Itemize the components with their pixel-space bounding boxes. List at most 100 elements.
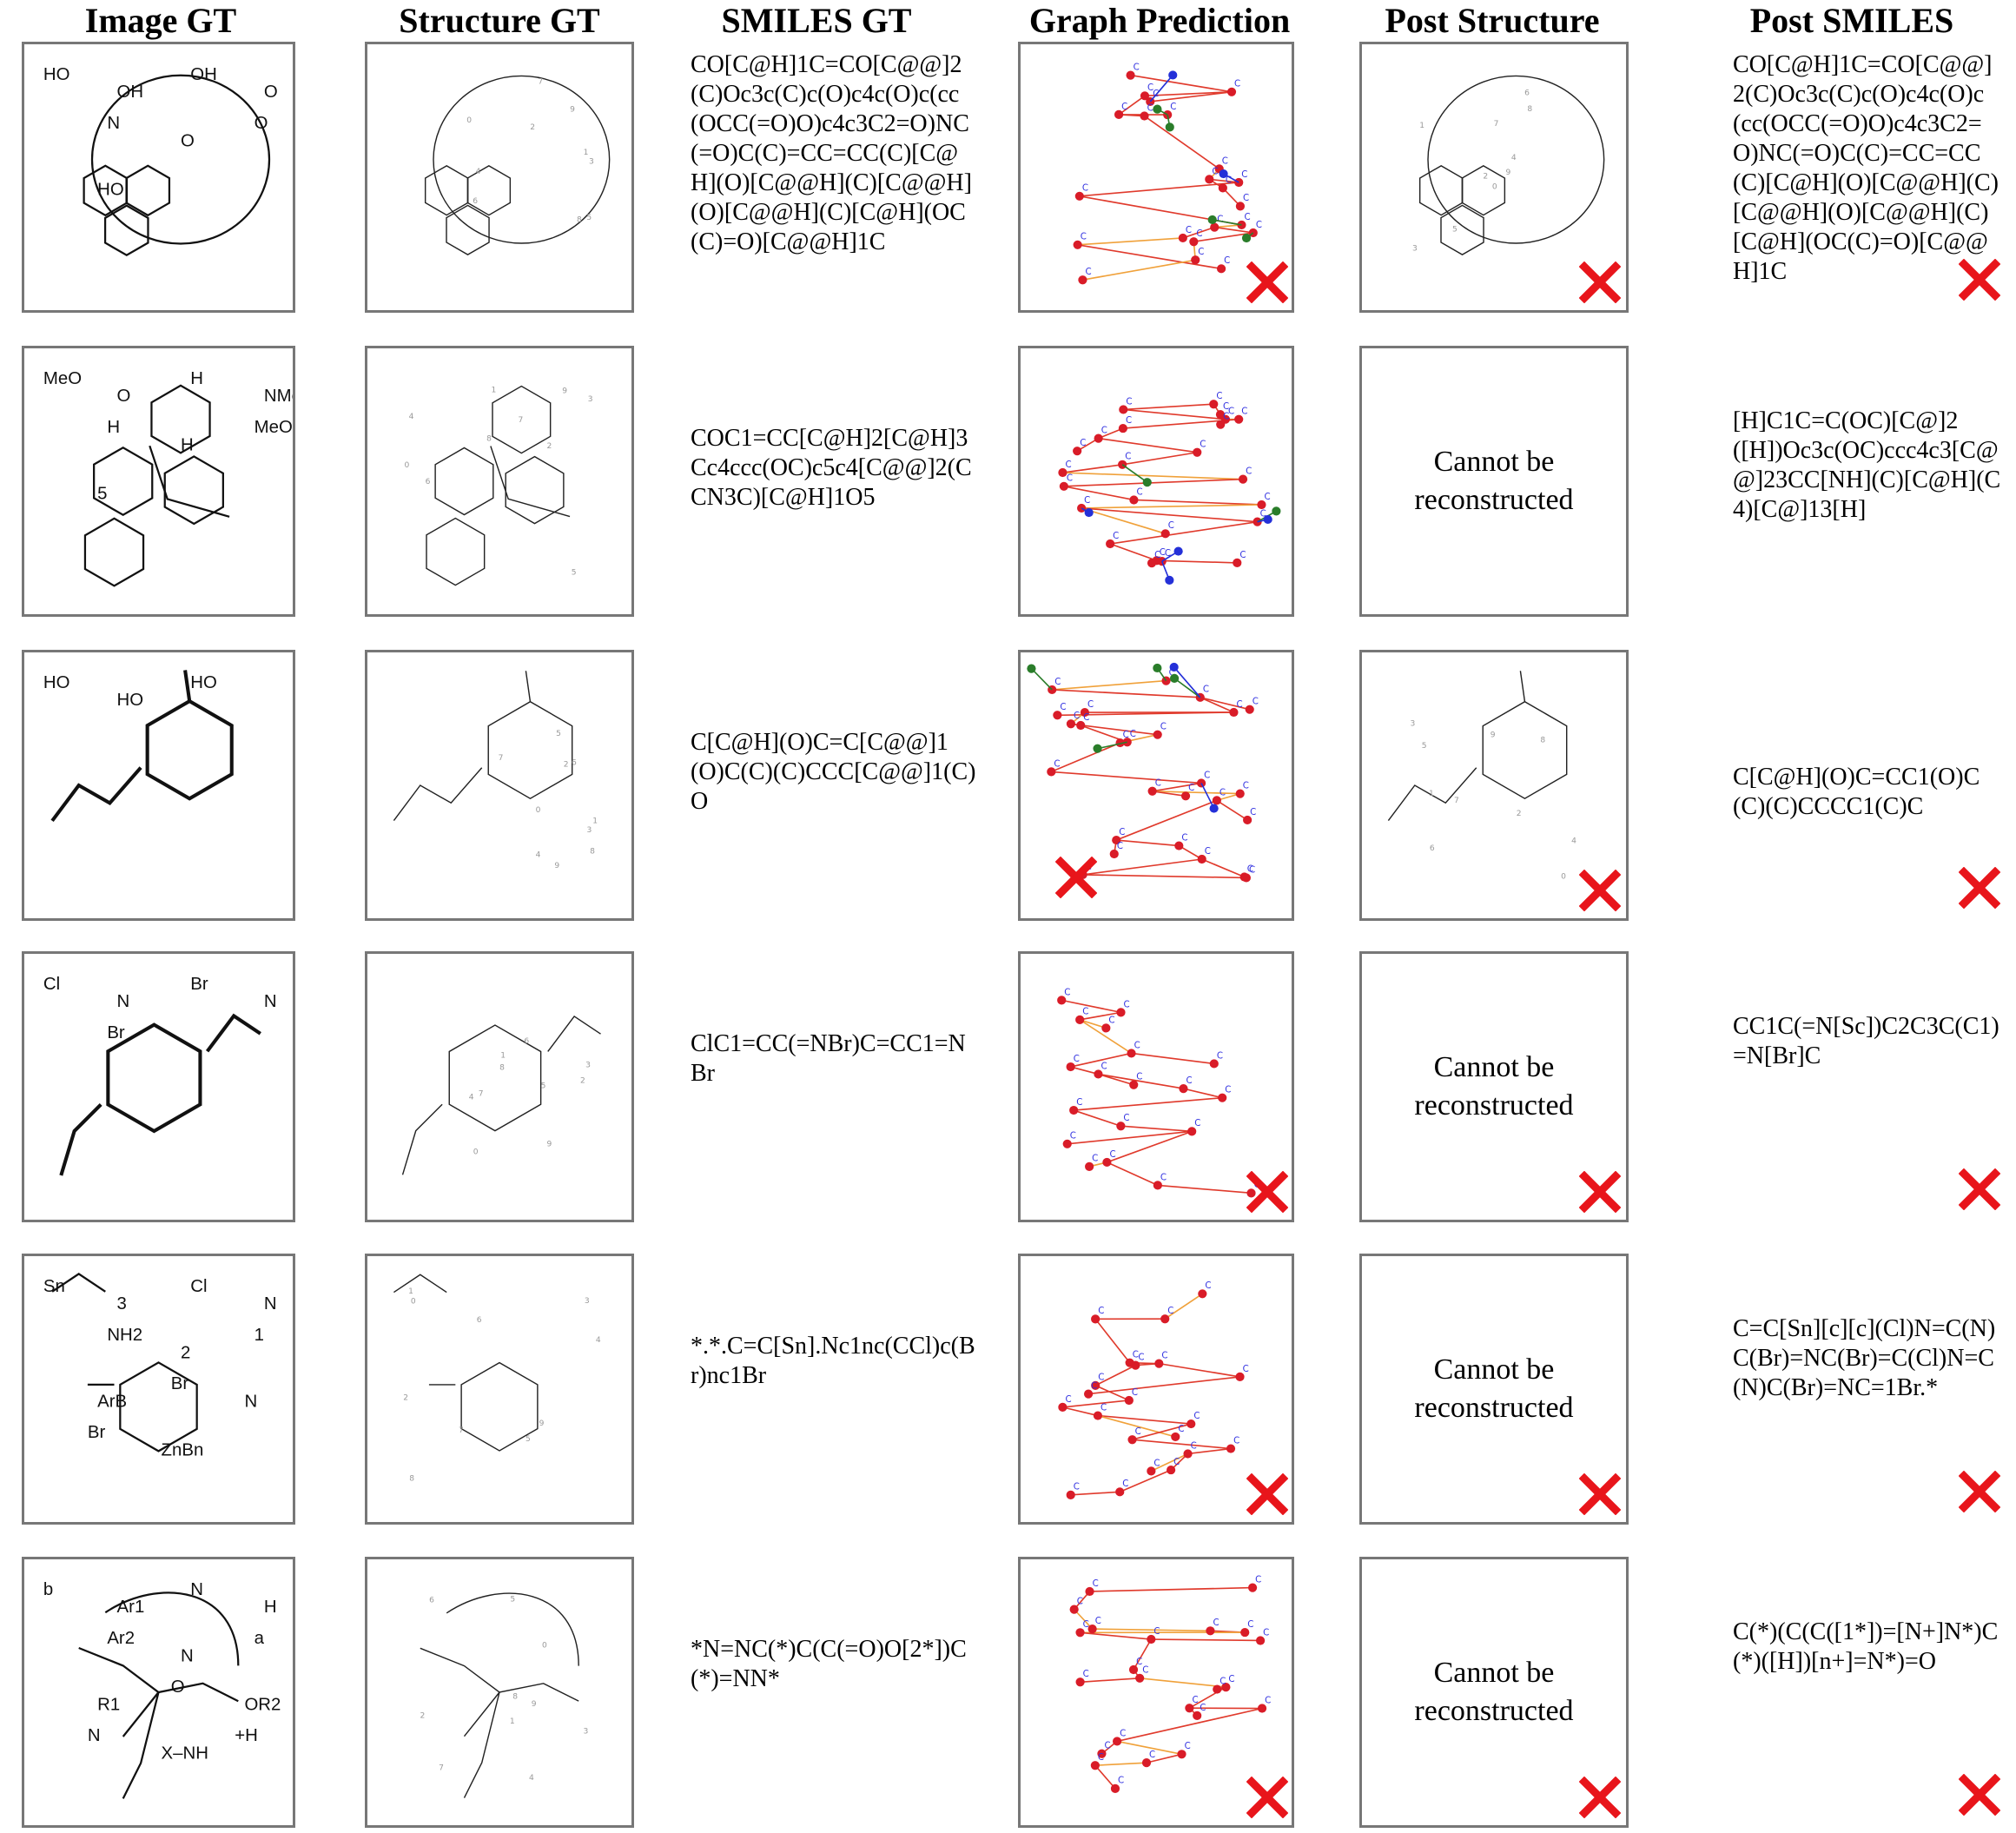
svg-text:0: 0: [536, 806, 541, 815]
svg-text:C: C: [1188, 784, 1194, 793]
svg-text:C: C: [1186, 1076, 1193, 1086]
svg-text:C: C: [1265, 1696, 1271, 1705]
svg-text:6: 6: [477, 1316, 482, 1325]
svg-text:0: 0: [1561, 872, 1566, 881]
svg-text:C: C: [1077, 1598, 1083, 1607]
image-gt-label: ZnBn: [162, 1441, 204, 1460]
image-gt-label: O: [117, 387, 131, 406]
svg-text:6: 6: [1430, 844, 1435, 853]
image-gt-label: HO: [97, 180, 124, 199]
svg-text:C: C: [1250, 808, 1256, 817]
image-gt-label: N: [181, 1646, 194, 1665]
post-smiles: CC1C(=N[Sc])C2C3C(C1)=N[Br]C: [1733, 1013, 1999, 1069]
svg-text:C: C: [1241, 170, 1247, 180]
post-structure-panel: Cannot be reconstructed: [1359, 346, 1629, 617]
svg-text:4: 4: [1571, 837, 1576, 846]
svg-text:C: C: [1108, 1016, 1114, 1025]
svg-text:C: C: [1198, 248, 1204, 257]
svg-text:C: C: [1136, 1073, 1142, 1082]
svg-text:6: 6: [1524, 89, 1530, 98]
image-gt-label: N: [244, 1392, 257, 1411]
post-structure-panel: Cannot be reconstructed: [1359, 951, 1629, 1222]
svg-text:C: C: [1083, 1670, 1089, 1679]
svg-text:9: 9: [539, 1419, 545, 1428]
svg-text:C: C: [1060, 703, 1066, 712]
svg-text:C: C: [1255, 1575, 1261, 1585]
image-gt-label: HO: [117, 691, 144, 710]
svg-text:2: 2: [1483, 172, 1488, 181]
column-header-0: Image GT: [84, 1, 237, 40]
svg-text:C: C: [1228, 407, 1234, 417]
svg-text:7: 7: [479, 1090, 484, 1099]
graph-cross: [1246, 1777, 1288, 1818]
svg-text:9: 9: [562, 387, 567, 395]
svg-text:C: C: [1117, 842, 1123, 851]
svg-text:3: 3: [585, 1297, 590, 1306]
image-gt-label: O: [171, 1677, 185, 1697]
svg-text:7: 7: [519, 416, 524, 425]
svg-text:4: 4: [1511, 154, 1517, 162]
image-gt-label: Ar2: [107, 1629, 135, 1648]
image-gt-label: Sn: [43, 1277, 65, 1296]
smiles-gt: *.*.C=C[Sn].Nc1nc(CCl)c(Br)nc1Br: [691, 1333, 975, 1389]
image-gt-label: OH: [117, 83, 144, 102]
svg-text:C: C: [1095, 1617, 1101, 1626]
svg-text:C: C: [1070, 1132, 1076, 1141]
svg-text:4: 4: [536, 851, 541, 860]
svg-text:C: C: [1245, 213, 1251, 222]
smiles-gt: CO[C@H]1C=CO[C@@]2(C)Oc3c(C)c(O)c4c(O)c(…: [691, 51, 972, 255]
svg-text:C: C: [1098, 1753, 1104, 1763]
svg-text:C: C: [1123, 1114, 1129, 1123]
image-gt-label: N: [190, 1580, 203, 1599]
svg-text:2: 2: [580, 1077, 585, 1086]
smiles-gt: C[C@H](O)C=C[C@@]1(O)C(C)(C)CCC[C@@]1(C)…: [691, 729, 976, 815]
image-gt-panel: MeOOHNMeHHMeO5: [22, 346, 295, 617]
smiles-gt: ClC1=CC(=NBr)C=CC1=NBr: [691, 1030, 966, 1087]
svg-text:3: 3: [1410, 719, 1415, 728]
svg-text:5: 5: [510, 1596, 515, 1605]
svg-text:9: 9: [1505, 169, 1510, 177]
svg-text:C: C: [1083, 713, 1089, 723]
svg-text:C: C: [1138, 1353, 1144, 1362]
svg-text:C: C: [1054, 678, 1061, 687]
svg-text:C: C: [1064, 988, 1070, 997]
graph-prediction-panel: CCCCCCCCCCCCCCCCCCCCCCCCCC: [1018, 650, 1294, 921]
svg-text:C: C: [1098, 1373, 1104, 1383]
svg-text:C: C: [1253, 698, 1259, 707]
svg-text:1: 1: [1429, 790, 1434, 798]
smiles-gt: *N=NC(*)C(C(=O)O[2*])C(*)=NN*: [691, 1636, 967, 1692]
svg-text:C: C: [1220, 1677, 1226, 1686]
svg-text:C: C: [1203, 685, 1209, 695]
graph-cross: [1246, 1473, 1288, 1515]
image-gt-label: H: [264, 1598, 277, 1617]
svg-text:2: 2: [403, 1393, 408, 1402]
svg-text:1: 1: [592, 817, 598, 825]
svg-text:1: 1: [408, 1287, 413, 1296]
svg-text:C: C: [1196, 229, 1202, 239]
svg-text:C: C: [1167, 1307, 1173, 1316]
svg-text:C: C: [1178, 1425, 1184, 1434]
svg-text:C: C: [1204, 771, 1210, 780]
cannot-reconstruct-text: Cannot be reconstructed: [1414, 1051, 1574, 1122]
svg-text:C: C: [1194, 1119, 1200, 1128]
svg-text:C: C: [1126, 416, 1132, 426]
svg-text:C: C: [1147, 103, 1153, 113]
svg-text:4: 4: [529, 1774, 534, 1783]
svg-text:C: C: [1264, 493, 1270, 502]
image-gt-label: NMe: [264, 387, 293, 406]
